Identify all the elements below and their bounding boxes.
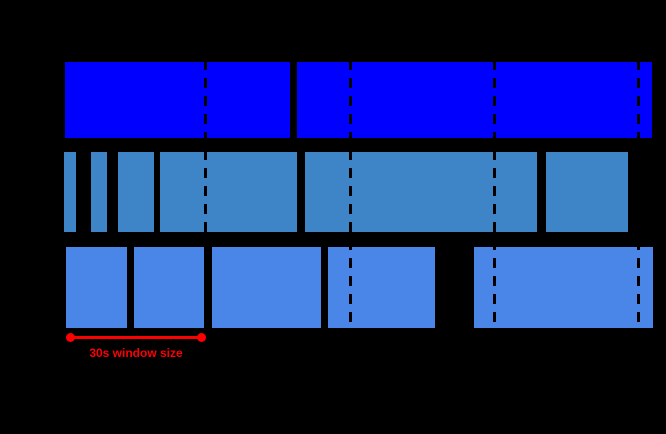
- row-2-segment: [64, 152, 76, 232]
- row-2-segment: [91, 152, 107, 232]
- window-boundary-dashed-line: [349, 60, 352, 330]
- measure-line: [70, 336, 202, 339]
- row-2-segment: [118, 152, 154, 232]
- row-1-segment: [297, 62, 652, 138]
- window-size-label: 30s window size: [89, 346, 183, 360]
- row-2-segment: [305, 152, 537, 232]
- row-1-segment: [65, 62, 290, 138]
- measure-endpoint-right: [197, 333, 206, 342]
- window-boundary-dashed-line: [637, 60, 640, 330]
- row-2-segment: [546, 152, 628, 232]
- row-3-segment: [212, 247, 321, 328]
- window-boundary-dashed-line: [204, 60, 207, 330]
- window-boundary-dashed-line: [493, 60, 496, 330]
- measure-endpoint-left: [66, 333, 75, 342]
- row-3-segment: [328, 247, 435, 328]
- row-3-segment: [474, 247, 653, 328]
- row-3-segment: [134, 247, 204, 328]
- row-3-segment: [66, 247, 127, 328]
- row-2-segment: [160, 152, 297, 232]
